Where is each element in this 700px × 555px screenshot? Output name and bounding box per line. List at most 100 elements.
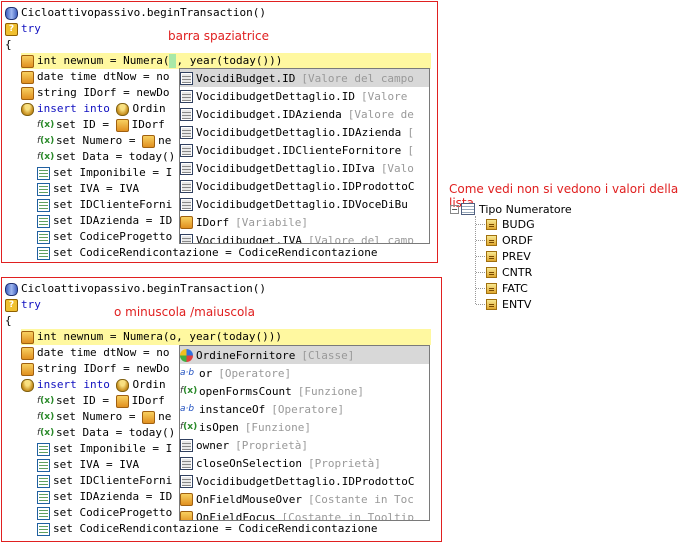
code-line[interactable]: date time dtNow = no [21, 69, 169, 85]
collapse-icon[interactable]: − [450, 204, 459, 214]
field-icon [37, 182, 50, 196]
tree-item[interactable]: ORDF [486, 232, 533, 248]
code-line[interactable]: set IDAzienda = ID [37, 213, 172, 229]
field-icon [37, 230, 50, 244]
value-icon [486, 250, 497, 262]
code-line[interactable]: set IDAzienda = ID [37, 489, 172, 505]
code-line[interactable]: ?try [5, 297, 41, 313]
code-line[interactable]: set IDClienteForni [37, 473, 172, 489]
tree-item[interactable]: PREV [486, 248, 531, 264]
autocomplete-item[interactable]: f(x)openFormsCount[Funzione] [180, 384, 364, 398]
code-line[interactable]: set IDClienteForni [37, 197, 172, 213]
code-line[interactable]: f(x)set Data = today() [37, 426, 176, 439]
code-line[interactable]: insert into Ordin [21, 101, 166, 117]
field-value-icon [180, 197, 193, 211]
operator-icon: a·b [180, 367, 195, 378]
tree-item[interactable]: CNTR [486, 264, 532, 280]
value-icon [486, 282, 497, 294]
field-value-icon [180, 143, 193, 157]
tree-item[interactable]: BUDG [486, 216, 535, 232]
code-line-active[interactable]: int newnum = Numera(, year(today())) [21, 53, 431, 69]
code-line[interactable]: set Imponibile = I [37, 441, 172, 457]
code-line[interactable]: Cicloattivopassivo.beginTransaction() [5, 5, 266, 21]
text-caret [169, 54, 177, 68]
editor-panel-top: Cicloattivopassivo.beginTransaction() ?t… [1, 1, 438, 263]
constant-icon [180, 510, 193, 520]
code-line[interactable]: set CodiceProgetto [37, 505, 172, 521]
code-line[interactable]: set CodiceProgetto [37, 229, 172, 245]
variable-icon [21, 54, 34, 68]
autocomplete-item[interactable]: closeOnSelection[Proprietà] [180, 454, 381, 472]
autocomplete-item[interactable]: VocidibudgetDettaglio.IDProdottoC [180, 472, 415, 490]
code-line[interactable]: f(x)set Numero = ne [37, 134, 172, 148]
autocomplete-item[interactable]: VocidibudgetDettaglio.IDProdottoC [180, 177, 415, 195]
variable-icon [142, 410, 156, 424]
tree-item[interactable]: FATC [486, 280, 528, 296]
autocomplete-item[interactable]: IDorf[Variabile] [180, 213, 308, 231]
autocomplete-item[interactable]: OrdineFornitore[Classe] [180, 346, 429, 364]
object-icon [5, 282, 18, 296]
variable-icon [21, 86, 34, 100]
field-icon [37, 490, 50, 504]
autocomplete-item[interactable]: VocidibudgetDettaglio.IDVoceDiBu [180, 195, 408, 213]
variable-icon [21, 70, 34, 84]
field-value-icon [180, 71, 193, 85]
field-icon [37, 166, 50, 180]
tree-item[interactable]: ENTV [486, 296, 531, 312]
field-value-icon [180, 179, 193, 193]
function-icon: f(x) [37, 119, 55, 130]
autocomplete-item[interactable]: f(x)isOpen[Funzione] [180, 420, 311, 434]
code-line[interactable]: date time dtNow = no [21, 345, 169, 361]
code-line[interactable]: set CodiceRendicontazione = CodiceRendic… [37, 521, 378, 537]
code-line-active[interactable]: int newnum = Numera(o, year(today())) [21, 329, 431, 345]
code-line[interactable]: { [5, 314, 12, 327]
variable-icon [180, 215, 193, 229]
autocomplete-popup[interactable]: VocidiBudget.ID[Valore del campo Vocidib… [179, 68, 430, 244]
variable-icon [115, 118, 129, 132]
function-icon: f(x) [180, 421, 198, 432]
code-line[interactable]: string IDorf = newDo [21, 361, 169, 377]
database-icon [116, 378, 130, 392]
code-line[interactable]: f(x)set Data = today() [37, 150, 176, 163]
tree-root[interactable]: − Tipo Numeratore [450, 202, 572, 216]
autocomplete-item[interactable]: owner[Proprietà] [180, 436, 308, 454]
code-line[interactable]: set Imponibile = I [37, 165, 172, 181]
code-line[interactable]: ?try [5, 21, 41, 37]
code-line[interactable]: insert into Ordin [21, 377, 166, 393]
autocomplete-item[interactable]: VocidiBudget.ID[Valore del campo [180, 69, 429, 87]
code-line[interactable]: set IVA = IVA [37, 457, 139, 473]
code-line[interactable]: Cicloattivopassivo.beginTransaction() [5, 281, 266, 297]
constant-icon [180, 492, 193, 506]
field-icon [37, 442, 50, 456]
code-line[interactable]: set IVA = IVA [37, 181, 139, 197]
code-line[interactable]: set CodiceRendicontazione = CodiceRendic… [37, 245, 378, 261]
code-line[interactable]: f(x)set Numero = ne [37, 410, 172, 424]
function-icon: f(x) [37, 427, 55, 438]
field-icon [37, 474, 50, 488]
field-icon [37, 506, 50, 520]
field-value-icon [180, 233, 193, 243]
value-icon [486, 266, 497, 278]
code-line[interactable]: f(x)set ID = IDorf [37, 394, 165, 408]
database-icon [21, 102, 34, 116]
property-icon [180, 438, 193, 452]
field-value-icon [180, 474, 193, 488]
autocomplete-item[interactable]: VocidibudgetDettaglio.ID[Valore [180, 87, 407, 105]
autocomplete-item[interactable]: VocidibudgetDettaglio.IDAzienda[ [180, 123, 414, 141]
database-icon [21, 378, 34, 392]
autocomplete-item[interactable]: Vocidibudget.IVA[Valore del camp [180, 231, 414, 243]
autocomplete-item[interactable]: Vocidibudget.IDClienteFornitore[ [180, 141, 414, 159]
function-icon: f(x) [37, 411, 55, 422]
field-icon [37, 214, 50, 228]
autocomplete-item[interactable]: Vocidibudget.IDAzienda[Valore de [180, 105, 414, 123]
code-line[interactable]: string IDorf = newDo [21, 85, 169, 101]
autocomplete-item[interactable]: OnFieldFocus[Costante in Tooltip [180, 508, 414, 520]
autocomplete-item[interactable]: VocidibudgetDettaglio.IDIva[Valo [180, 159, 414, 177]
code-line[interactable]: f(x)set ID = IDorf [37, 118, 165, 132]
code-line[interactable]: { [5, 38, 12, 51]
autocomplete-item[interactable]: OnFieldMouseOver[Costante in Toc [180, 490, 414, 508]
try-block-icon: ? [5, 298, 18, 312]
